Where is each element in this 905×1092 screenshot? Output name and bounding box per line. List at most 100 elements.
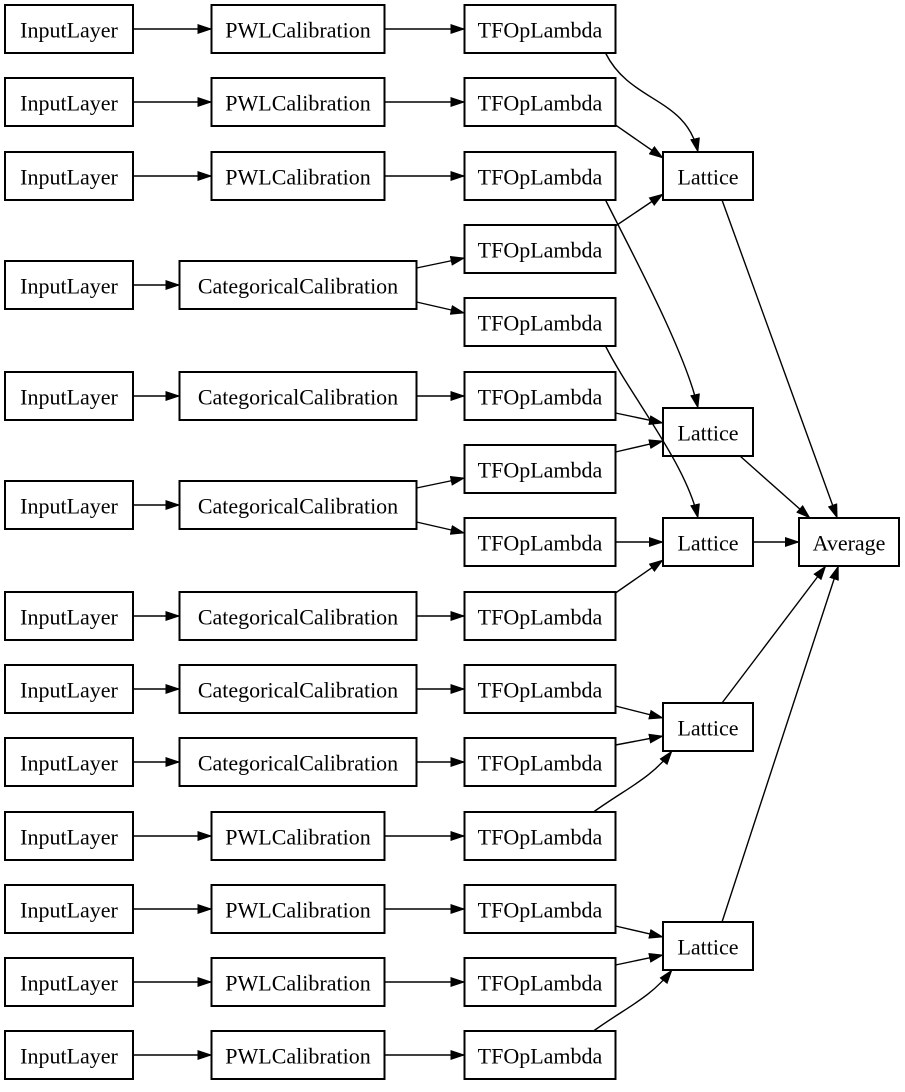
node-label: TFOpLambda [478, 678, 603, 703]
node-tfoplambda: TFOpLambda [463, 1030, 617, 1080]
node-tfoplambda: TFOpLambda [463, 371, 617, 421]
node-label: InputLayer [20, 971, 118, 996]
node-label: InputLayer [20, 678, 118, 703]
node-box [4, 811, 134, 861]
node-box [463, 4, 617, 54]
edge-tf2-lat1 [615, 124, 664, 159]
node-categoricalcalibration: CategoricalCalibration [178, 737, 418, 787]
node-label: TFOpLambda [478, 1044, 603, 1069]
node-categoricalcalibration: CategoricalCalibration [178, 371, 418, 421]
node-box [4, 77, 134, 127]
node-box [463, 957, 617, 1007]
node-label: Lattice [677, 531, 738, 556]
node-label: CategoricalCalibration [198, 494, 398, 519]
node-label: PWLCalibration [225, 898, 370, 923]
node-box [178, 371, 418, 421]
node-box [178, 260, 418, 310]
node-box [463, 151, 617, 201]
edge-tf5-lat3 [604, 345, 700, 519]
node-label: InputLayer [20, 751, 118, 776]
node-box [4, 664, 134, 714]
node-tfoplambda: TFOpLambda [463, 444, 617, 494]
node-categoricalcalibration: CategoricalCalibration [178, 480, 418, 530]
node-inputlayer: InputLayer [4, 371, 134, 421]
node-box [178, 480, 418, 530]
node-inputlayer: InputLayer [4, 480, 134, 530]
node-label: InputLayer [20, 385, 118, 410]
node-label: CategoricalCalibration [198, 751, 398, 776]
edge-lat5-avg [721, 565, 840, 923]
node-box [662, 407, 754, 457]
edge-cat3-tf8 [416, 521, 466, 535]
node-label: PWLCalibration [225, 825, 370, 850]
node-tfoplambda: TFOpLambda [463, 664, 617, 714]
edges-layer [133, 24, 840, 1060]
node-box [463, 224, 617, 274]
node-box [463, 297, 617, 347]
edge-tf1-lat1 [604, 52, 700, 153]
node-label: TFOpLambda [478, 898, 603, 923]
node-label: PWLCalibration [225, 1044, 370, 1069]
node-box [798, 517, 900, 567]
node-label: TFOpLambda [478, 531, 603, 556]
edge-cat1-tf4 [416, 255, 466, 269]
node-tfoplambda: TFOpLambda [463, 4, 617, 54]
node-label: TFOpLambda [478, 751, 603, 776]
edge-tf6-lat2 [615, 412, 664, 426]
edge-tf3-lat2 [604, 199, 700, 409]
edge-tf14-lat5 [615, 952, 664, 966]
node-box [463, 444, 617, 494]
node-label: TFOpLambda [478, 825, 603, 850]
node-label: InputLayer [20, 494, 118, 519]
node-categoricalcalibration: CategoricalCalibration [178, 591, 418, 641]
node-box [178, 737, 418, 787]
node-label: Lattice [677, 421, 738, 446]
node-tfoplambda: TFOpLambda [463, 811, 617, 861]
node-label: InputLayer [20, 1044, 118, 1069]
node-box [463, 591, 617, 641]
edge-tf9-lat3 [615, 559, 664, 594]
node-tfoplambda: TFOpLambda [463, 77, 617, 127]
node-inputlayer: InputLayer [4, 151, 134, 201]
node-box [662, 151, 754, 201]
node-lattice: Lattice [662, 407, 754, 457]
node-tfoplambda: TFOpLambda [463, 297, 617, 347]
node-label: PWLCalibration [225, 165, 370, 190]
node-box [662, 921, 754, 971]
node-pwlcalibration: PWLCalibration [210, 4, 386, 54]
node-box [463, 371, 617, 421]
node-inputlayer: InputLayer [4, 260, 134, 310]
node-pwlcalibration: PWLCalibration [210, 811, 386, 861]
node-label: CategoricalCalibration [198, 605, 398, 630]
edge-tf7-lat2 [615, 439, 664, 453]
node-box [463, 1030, 617, 1080]
node-tfoplambda: TFOpLambda [463, 884, 617, 934]
node-pwlcalibration: PWLCalibration [210, 884, 386, 934]
edge-lat2-avg [739, 455, 811, 519]
node-tfoplambda: TFOpLambda [463, 224, 617, 274]
edge-tf15-lat5 [593, 969, 673, 1032]
node-label: TFOpLambda [478, 458, 603, 483]
node-label: InputLayer [20, 825, 118, 850]
node-box [662, 702, 754, 752]
node-tfoplambda: TFOpLambda [463, 151, 617, 201]
node-box [463, 884, 617, 934]
node-box [4, 737, 134, 787]
node-label: InputLayer [20, 18, 118, 43]
node-label: Lattice [677, 935, 738, 960]
node-pwlcalibration: PWLCalibration [210, 77, 386, 127]
edge-lat1-avg [721, 199, 838, 519]
node-average: Average [798, 517, 900, 567]
node-label: InputLayer [20, 91, 118, 116]
node-label: PWLCalibration [225, 18, 370, 43]
node-inputlayer: InputLayer [4, 811, 134, 861]
edge-tf10-lat4 [615, 705, 664, 720]
edge-cat3-tf7 [416, 475, 466, 489]
node-tfoplambda: TFOpLambda [463, 957, 617, 1007]
node-tfoplambda: TFOpLambda [463, 591, 617, 641]
node-lattice: Lattice [662, 702, 754, 752]
node-label: InputLayer [20, 274, 118, 299]
node-inputlayer: InputLayer [4, 77, 134, 127]
